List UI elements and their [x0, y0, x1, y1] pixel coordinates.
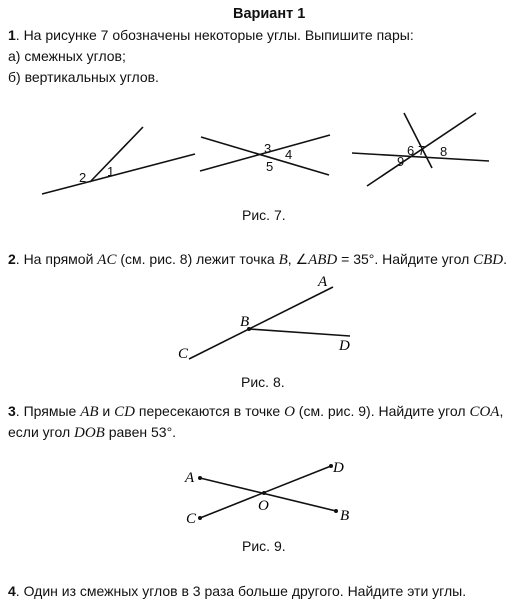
fig7-label-7: 7: [418, 143, 425, 158]
fig7-label-4: 4: [285, 147, 292, 162]
fig9-point-c: [198, 516, 202, 520]
task-4: 4. Один из смежных углов в 3 раза больше…: [8, 583, 466, 600]
task-3-text-5: ,: [499, 403, 504, 419]
fig9-label-b: B: [340, 508, 349, 524]
fig8-ray-bd: [248, 328, 351, 337]
task-1-text: . На рисунке 7 обозначены некоторые углы…: [15, 27, 414, 43]
task-2-text-1: . На прямой: [15, 251, 98, 267]
task-2-text-2: (см. рис. 8) лежит точка: [116, 251, 279, 267]
fig7-ray-horizontal: [41, 153, 196, 195]
task-2-number: 2: [8, 251, 16, 267]
task-1-number: 1: [8, 27, 16, 43]
task-3-text-3: пересекаются в точке: [135, 403, 285, 419]
task-4-text: . Один из смежных углов в 3 раза больше …: [15, 583, 467, 599]
fig7-label-3: 3: [264, 141, 271, 156]
fig7-label-6: 6: [407, 143, 414, 158]
figure-8: [188, 286, 351, 360]
task-2-point-b: B: [278, 252, 288, 268]
fig7-label-1: 1: [107, 164, 114, 179]
fig9-label-a: A: [184, 470, 195, 486]
fig8-caption: Рис. 8.: [241, 374, 285, 390]
task-4-number: 4: [8, 583, 16, 599]
task-3-line-1: 3. Прямые AB и CD пересекаются в точке O…: [8, 403, 503, 421]
task-3-text-1: . Прямые: [15, 403, 81, 419]
task-3-line-2: если угол DOB равен 53°.: [8, 424, 176, 442]
fig9-label-c: C: [186, 511, 197, 527]
page-title: Вариант 1: [233, 6, 306, 22]
task-1-item-a: а) смежных углов;: [8, 48, 126, 64]
task-2-text-5: .: [503, 251, 508, 267]
fig7-line-1: [200, 136, 330, 176]
fig7-label-8: 8: [440, 144, 447, 159]
fig7-line-4: [403, 112, 433, 169]
fig8-label-a: A: [317, 274, 328, 290]
task-1-item-b: б) вертикальных углов.: [8, 69, 159, 85]
task-2-angle-cbd: CBD: [473, 252, 504, 268]
task-2-angle-abd: ABD: [308, 252, 338, 268]
fig9-caption: Рис. 9.: [242, 538, 286, 554]
fig9-point-a: [198, 476, 202, 480]
fig8-label-b: B: [240, 314, 249, 330]
task-3-angle-coa: COA: [469, 404, 500, 420]
fig8-line-ac: [188, 286, 334, 360]
task-2-text-4: = 35°. Найдите угол: [337, 251, 474, 267]
fig7-line-3: [351, 152, 490, 162]
fig7-caption: Рис. 7.: [242, 207, 286, 223]
fig9-label-o: O: [258, 498, 269, 514]
fig7-line-2: [199, 134, 331, 172]
fig9-label-d: D: [332, 460, 344, 476]
task-3-line-cd: CD: [114, 404, 135, 420]
fig7-label-5: 5: [266, 159, 273, 174]
task-3-text-2: и: [98, 403, 115, 419]
fig7-label-2: 2: [79, 170, 86, 185]
fig9-line-ab: [199, 477, 337, 512]
fig7-line-5: [366, 112, 477, 187]
task-2: 2. На прямой AC (см. рис. 8) лежит точка…: [8, 251, 507, 269]
task-3-text-7: равен 53°.: [104, 424, 177, 440]
fig9-point-d: [329, 464, 333, 468]
task-3-angle-dob: DOB: [74, 425, 105, 441]
task-3-point-o: O: [284, 404, 295, 420]
task-3-line-ab: AB: [80, 404, 99, 420]
fig7-ray-slanted: [89, 126, 144, 183]
fig8-label-d: D: [338, 338, 350, 354]
fig7-label-9: 9: [397, 154, 404, 169]
fig8-point-b: [247, 327, 251, 331]
task-2-text-3: , ∠: [287, 251, 309, 267]
task-1: 1. На рисунке 7 обозначены некоторые угл…: [8, 27, 414, 44]
fig9-point-b: [334, 509, 338, 513]
task-3-number: 3: [8, 403, 16, 419]
fig8-label-c: C: [178, 346, 189, 362]
task-3-text-4: (см. рис. 9). Найдите угол: [294, 403, 470, 419]
fig9-point-o: [262, 491, 266, 495]
task-2-line-ac: AC: [97, 252, 117, 268]
task-3-text-6: если угол: [8, 424, 75, 440]
